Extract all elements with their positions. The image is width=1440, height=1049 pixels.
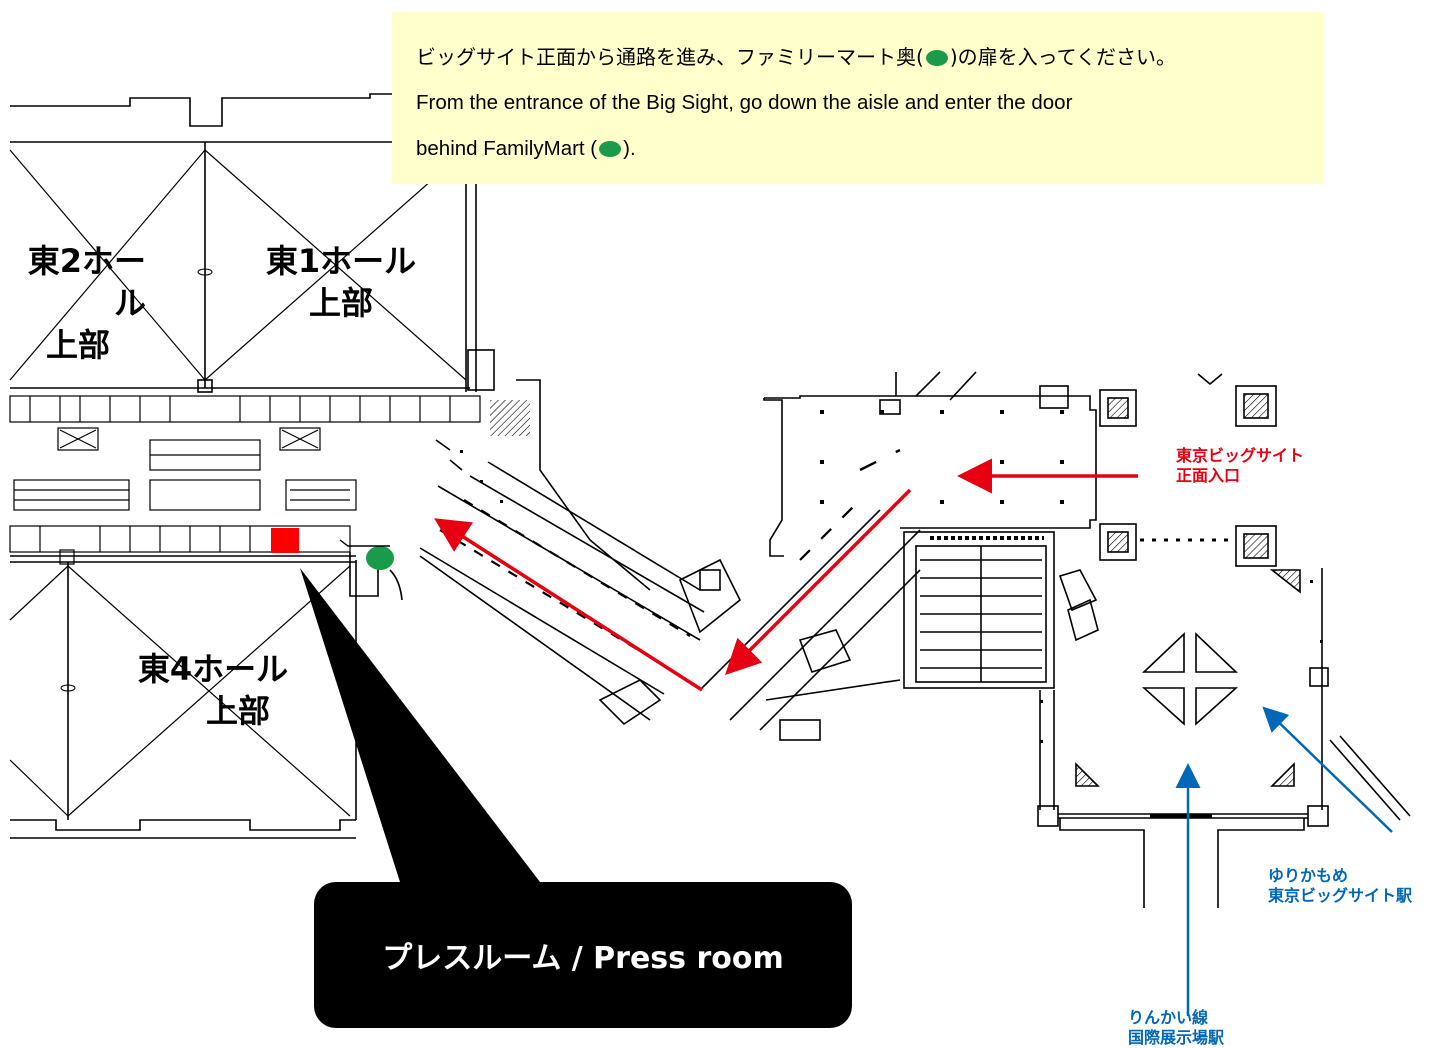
instruction-en-line1: From the entrance of the Big Sight, go d… [416, 91, 1073, 114]
label-yurikamome-station: ゆりかもめ 東京ビッグサイト駅 [1268, 866, 1412, 906]
instruction-en-line2: behind FamilyMart (). [416, 126, 1300, 172]
hall-label-east4: 東4ホール 上部 [118, 648, 308, 732]
door-entrance-outline [339, 539, 390, 547]
upper-halls-outline [9, 93, 495, 393]
green-dot-icon [599, 141, 622, 157]
label-yurikamome-line1: ゆりかもめ [1268, 866, 1349, 885]
corridor-band [9, 395, 530, 565]
lower-right-plaza [1037, 568, 1411, 908]
label-main-entrance-line2: 正面入口 [1176, 466, 1241, 485]
diagonal-walkway-right [699, 499, 921, 741]
label-rinkai-line1: りんかい線 [1128, 1008, 1209, 1027]
hall-label-east4-line1: 東4ホール [137, 650, 289, 688]
route-arrows [434, 458, 1138, 692]
label-rinkai-line2: 国際展示場駅 [1128, 1028, 1225, 1047]
press-room-callout-box [314, 882, 852, 1028]
diagonal-walkway-left [419, 379, 742, 726]
label-rinkai-station: りんかい線 国際展示場駅 [1128, 1008, 1224, 1048]
lower-hall-outline [9, 552, 403, 839]
label-yurikamome-line2: 東京ビッグサイト駅 [1268, 886, 1413, 905]
entrance-plaza [763, 371, 1277, 567]
press-room-callout-pointer [300, 568, 540, 882]
instruction-jp: ビッグサイト正面から通路を進み、ファミリーマート奥( )の扉を入ってください。 [416, 34, 1300, 80]
central-building [903, 531, 1099, 689]
instruction-jp-before: ビッグサイト正面から通路を進み、ファミリーマート奥( [416, 45, 924, 69]
instruction-en-before: behind FamilyMart ( [416, 137, 598, 160]
instruction-jp-after: )の扉を入ってください。 [949, 45, 1177, 69]
route-arrow-left-walkway [434, 518, 703, 692]
hall-label-east2-line2: 上部 [45, 326, 110, 364]
press-room-marker[interactable] [271, 528, 299, 553]
green-dot-icon [925, 50, 948, 66]
label-main-entrance: 東京ビッグサイト 正面入口 [1176, 446, 1304, 486]
instruction-box: ビッグサイト正面から通路を進み、ファミリーマート奥( )の扉を入ってください。 F… [392, 12, 1324, 184]
station-arrows [1175, 706, 1393, 1016]
hall-label-east1: 東1ホール 上部 [256, 240, 426, 324]
hall-label-east2-line1: 東2ホール [27, 242, 146, 322]
press-room-callout-text: プレスルーム / Press room [382, 941, 784, 976]
hall-label-east4-line2: 上部 [205, 692, 270, 730]
hall-label-east1-line1: 東1ホール [265, 242, 417, 280]
station-arrow-yurikamome [1262, 706, 1393, 833]
hall-label-east2: 東2ホール 上部 [0, 240, 146, 366]
hall-label-east1-line2: 上部 [308, 284, 373, 322]
door-marker[interactable] [366, 546, 394, 570]
label-main-entrance-line1: 東京ビッグサイト [1176, 446, 1305, 465]
route-arrow-right-walkway [725, 488, 912, 675]
instruction-en-after: ). [623, 137, 636, 160]
